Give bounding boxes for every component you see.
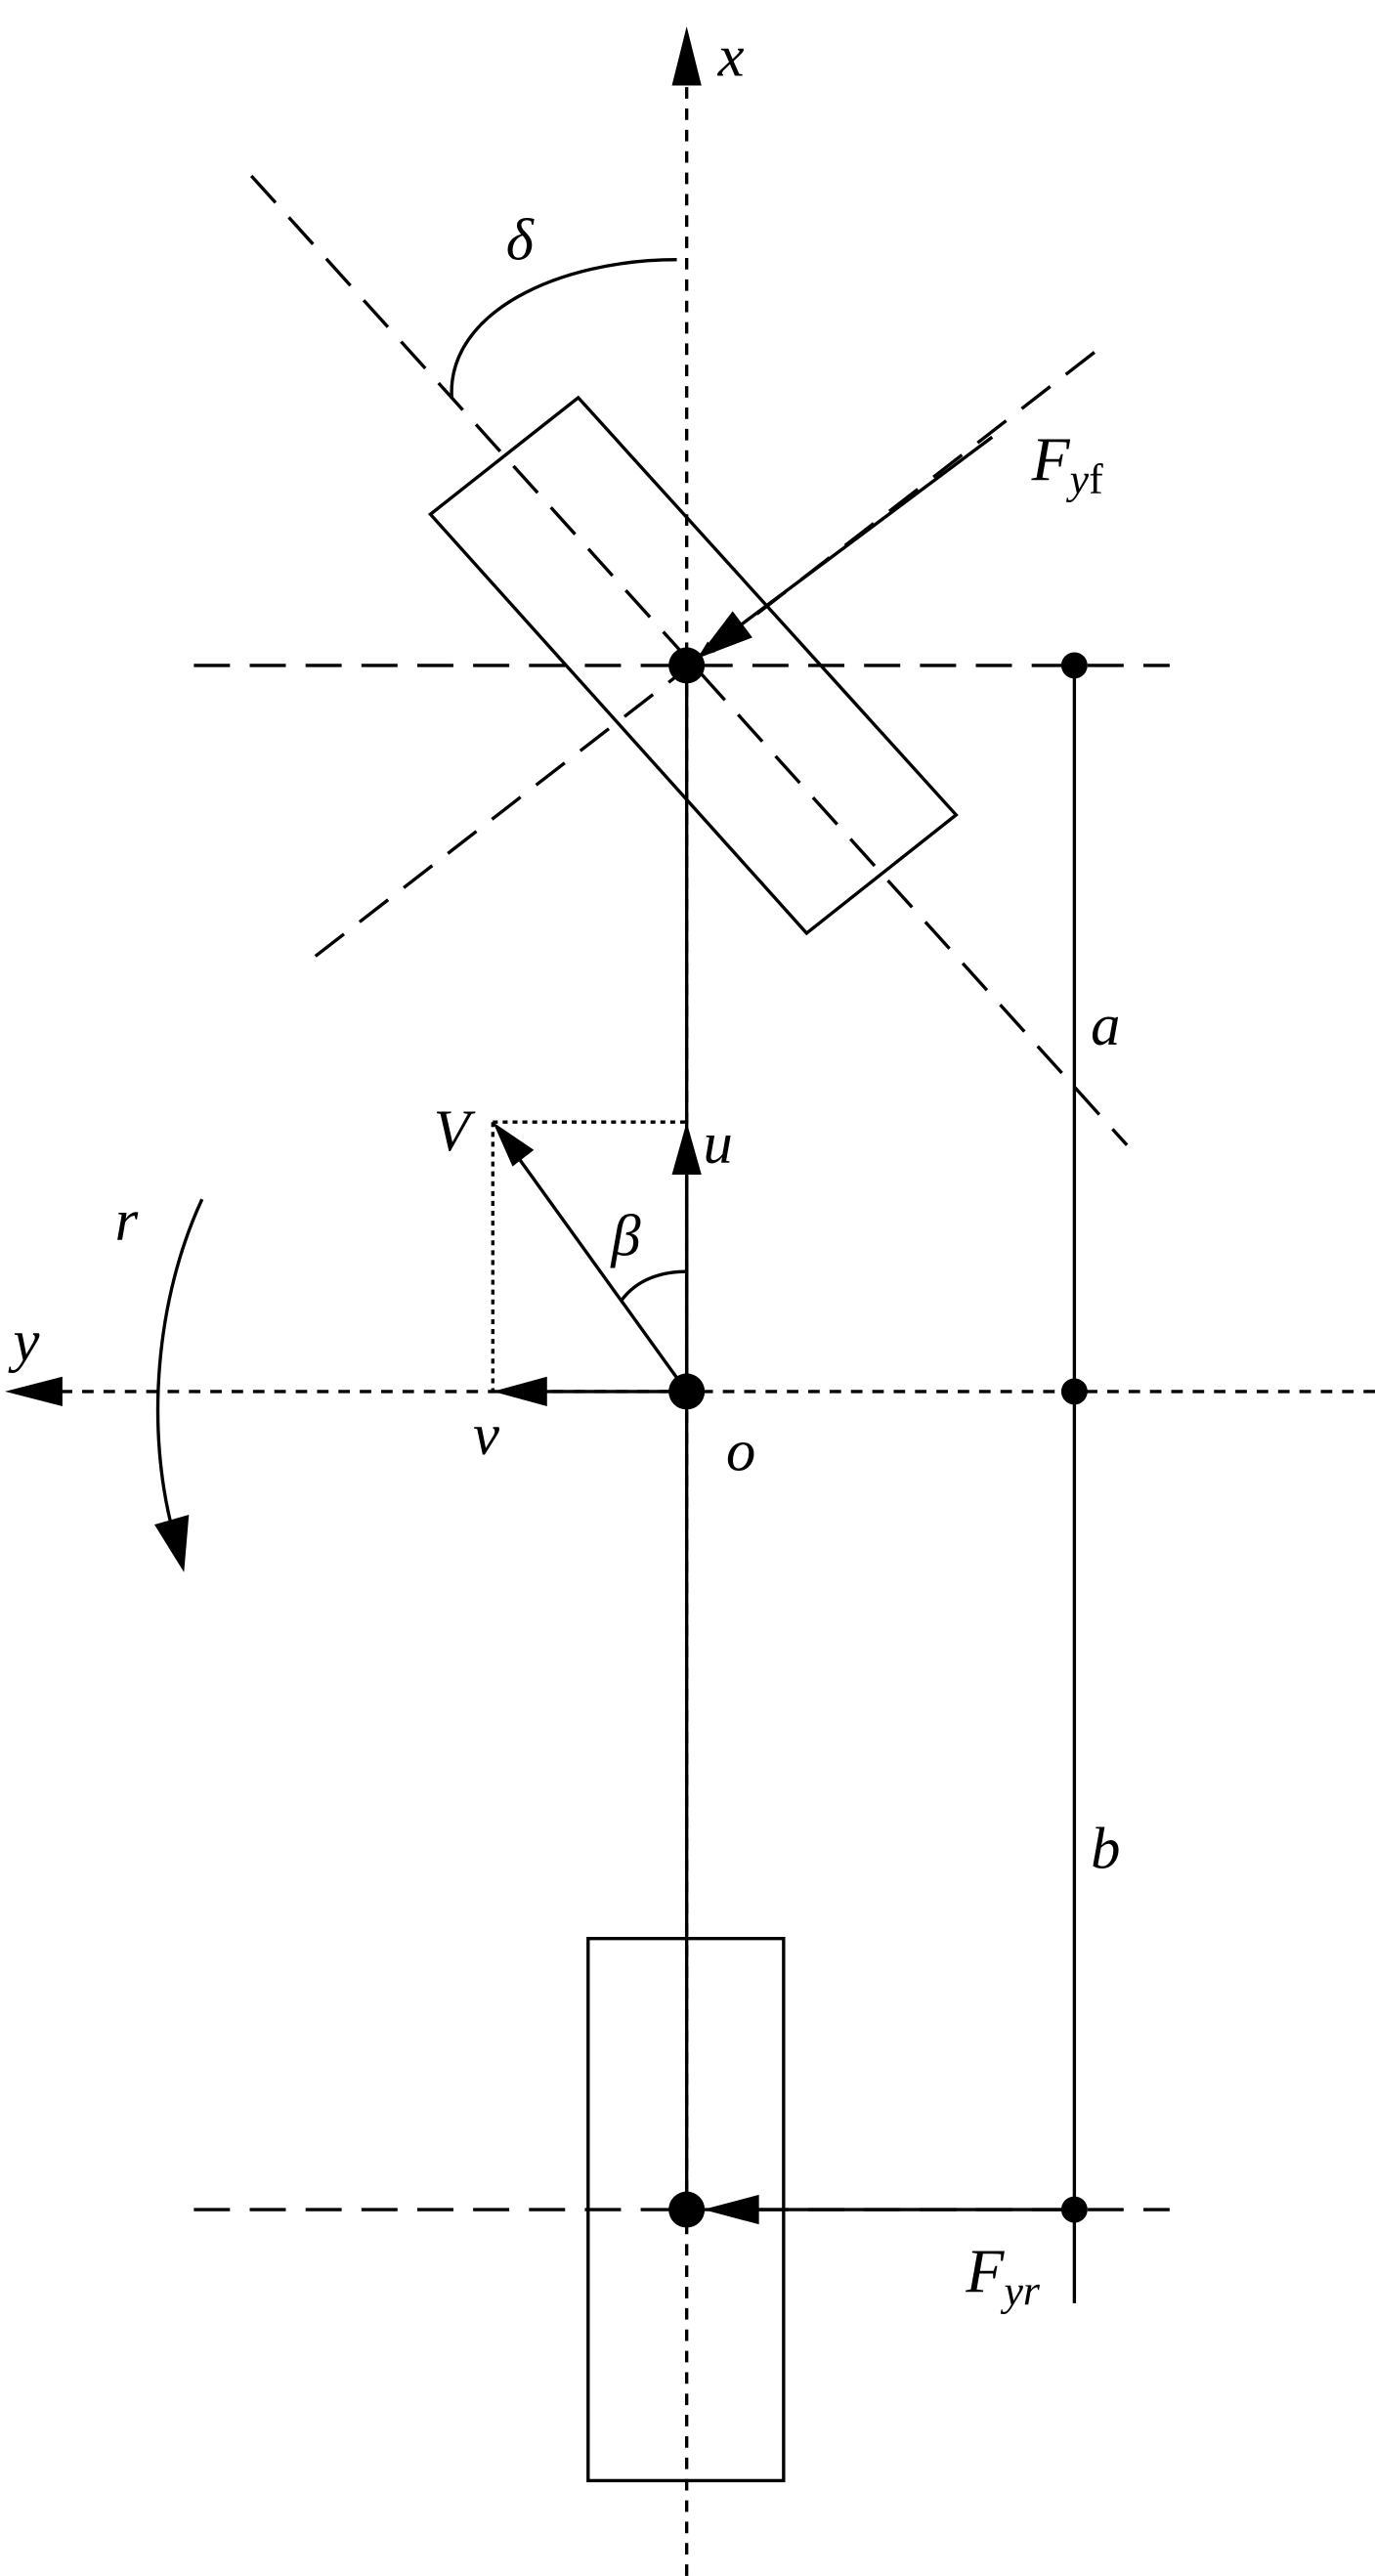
front-force-label: Fyf — [1031, 424, 1103, 502]
front-axle-center-dot — [668, 647, 706, 684]
front-force-arrow — [698, 435, 994, 658]
V-arrow — [507, 1143, 689, 1393]
steer-angle-arc — [450, 258, 677, 398]
distance-a-label: a — [1091, 993, 1120, 1058]
y-axis-label: y — [7, 1309, 39, 1374]
y-axis-arrowhead — [5, 1376, 63, 1407]
rear-axle-center-dot — [668, 2191, 706, 2228]
v-arrowhead — [493, 1376, 547, 1407]
front-wheel — [427, 395, 959, 936]
distance-b-label: b — [1091, 1816, 1120, 1881]
dimension-dot-mid — [1060, 1378, 1088, 1405]
rear-force-arrowhead — [703, 2194, 759, 2225]
dimension-dot-rear — [1060, 2196, 1088, 2223]
x-axis-arrowhead — [671, 25, 702, 86]
rear-force-label: Fyr — [965, 2236, 1040, 2314]
u-label: u — [703, 1111, 732, 1177]
origin-label: o — [726, 1419, 755, 1484]
origin-dot — [668, 1373, 706, 1410]
steer-angle-label: δ — [506, 208, 535, 274]
dimension-dot-front — [1060, 652, 1088, 679]
yaw-rate-arrowhead — [154, 1514, 190, 1572]
yaw-rate-arc — [155, 1198, 204, 1537]
yaw-rate-label: r — [115, 1188, 139, 1254]
front-wheel-heading-line — [249, 174, 1129, 1146]
sideslip-arc — [620, 1269, 687, 1303]
front-force-arrowhead — [696, 611, 752, 660]
x-axis-label: x — [717, 23, 745, 89]
velocity-label: V — [434, 1098, 476, 1164]
sideslip-label: β — [610, 1203, 641, 1268]
u-arrowhead — [671, 1122, 702, 1176]
v-label: v — [473, 1402, 499, 1468]
V-arrowhead — [493, 1122, 535, 1167]
